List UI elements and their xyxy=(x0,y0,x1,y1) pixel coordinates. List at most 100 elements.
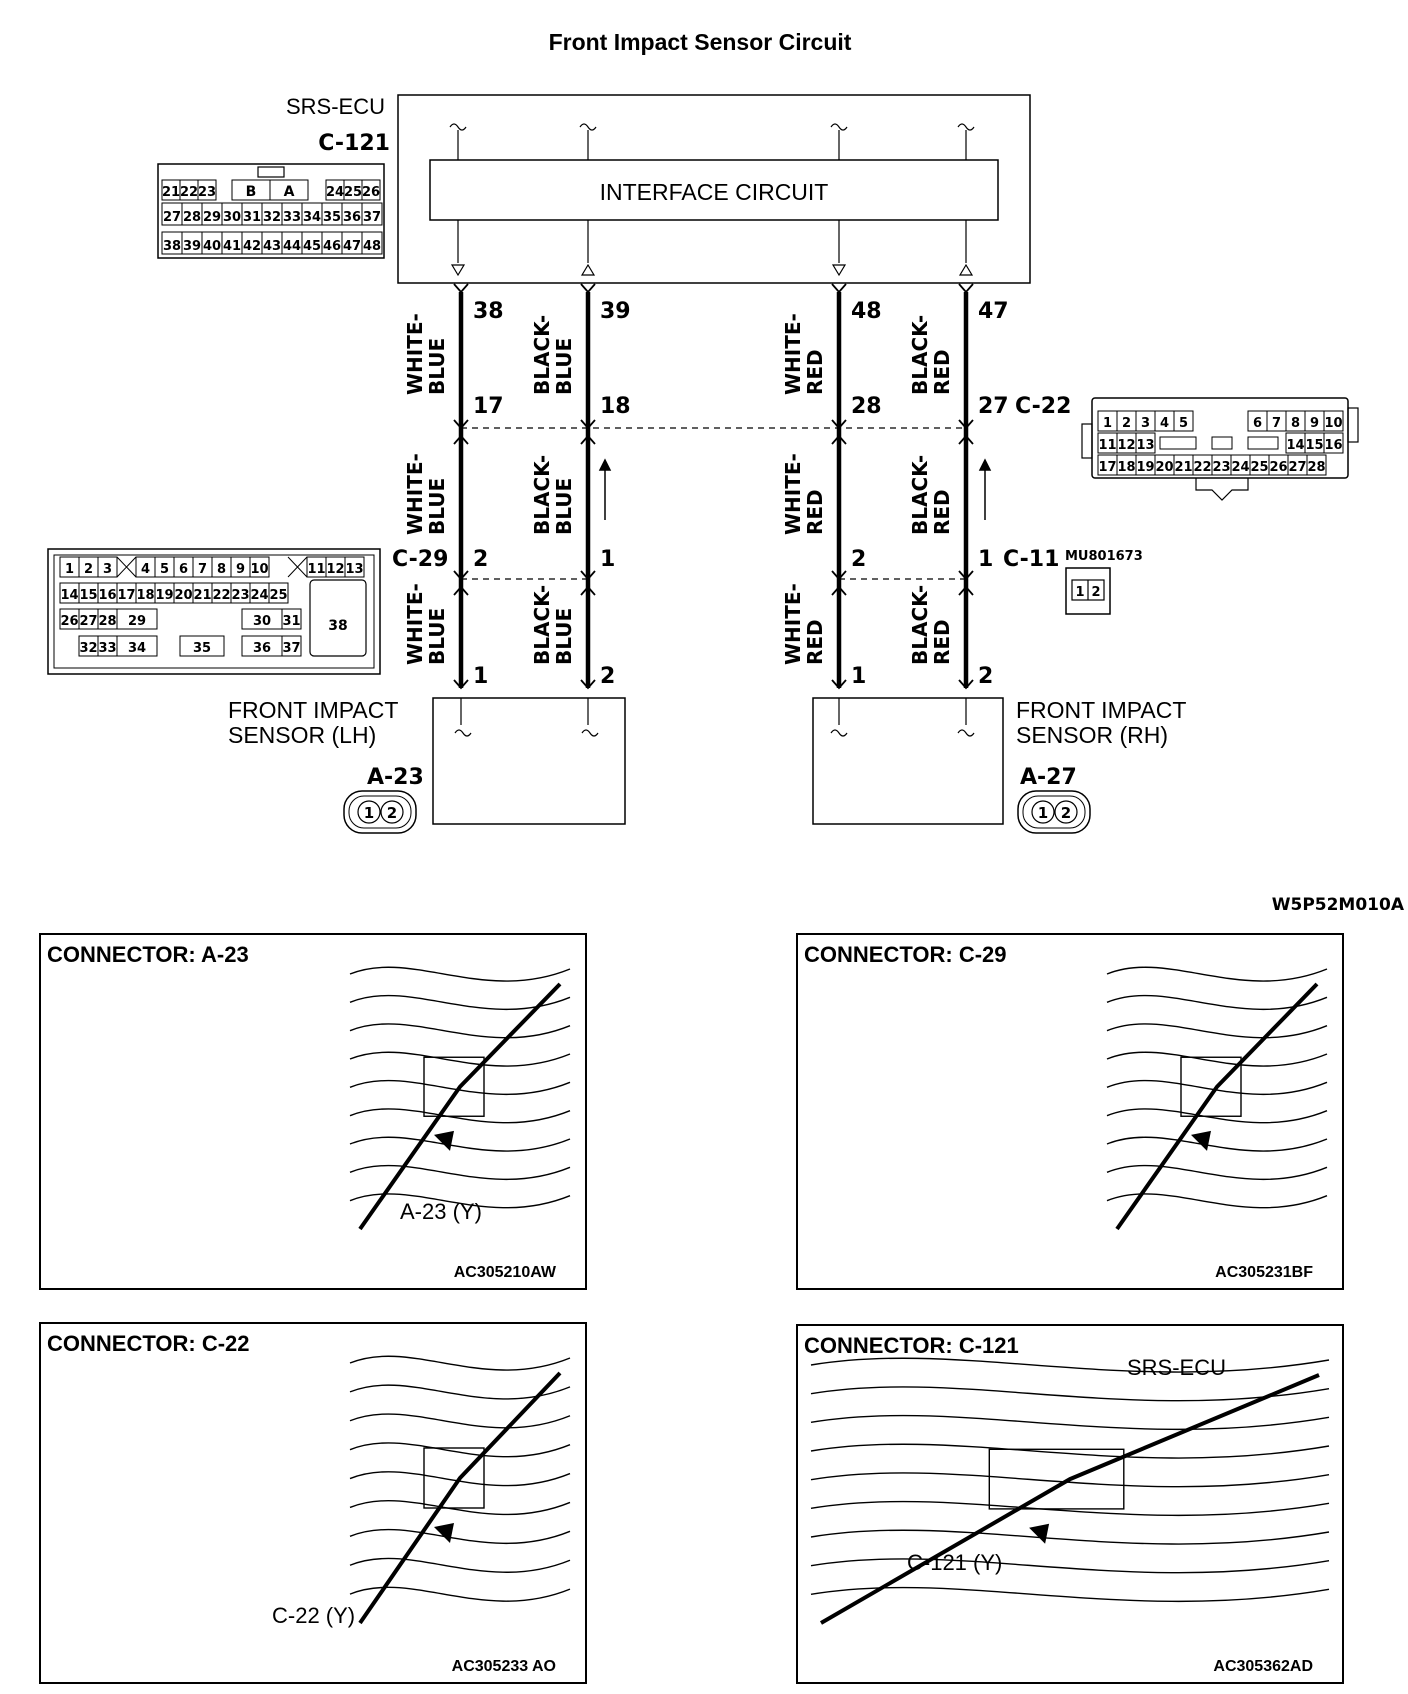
c29-pin-label: 23 xyxy=(231,588,249,603)
c29-pin-label: 16 xyxy=(98,588,116,603)
c29-pin-label: 32 xyxy=(79,641,97,656)
c121-cell xyxy=(197,179,217,201)
rh-sensor-grid-1: 1 xyxy=(1038,804,1048,822)
c11-pin-1: 1 xyxy=(978,547,993,572)
location-arrow xyxy=(1013,1523,1050,1560)
wire-color-label: WHITE- xyxy=(781,313,805,395)
c29-pin-label: 14 xyxy=(60,588,78,603)
c121-pin-label: 21 xyxy=(162,185,180,200)
c29-pin-label: 15 xyxy=(79,588,97,603)
c29-pin-label: 28 xyxy=(98,614,116,629)
c22-pin-18: 18 xyxy=(600,394,631,419)
wire-color-label: BLACK- xyxy=(530,315,554,395)
c121-cell xyxy=(361,179,381,201)
c29-pin-label: 6 xyxy=(179,562,188,577)
c29-cell xyxy=(116,635,158,657)
srs-ecu-callout: SRS-ECU xyxy=(1127,1355,1226,1380)
panel-image-code: AC305233 AO xyxy=(452,1658,556,1675)
connector-chevron xyxy=(453,434,469,445)
c22-label: C-22 xyxy=(1015,394,1071,419)
lh-sensor-connector: A-23 xyxy=(367,765,424,790)
c22-pin-label: 20 xyxy=(1155,460,1173,475)
c22-pin-label: 26 xyxy=(1269,460,1287,475)
connector-chevron xyxy=(831,585,847,596)
connector-callout: C-22 (Y) xyxy=(272,1603,355,1628)
c121-cell xyxy=(361,202,383,226)
c29-pin-label: 9 xyxy=(236,562,245,577)
c29-pin-label: 30 xyxy=(253,614,271,629)
c29-cell xyxy=(281,608,302,630)
c29-pin-label: 2 xyxy=(84,562,93,577)
srs-ecu-block: SRS-ECU C-121 INTERFACE CIRCUIT xyxy=(286,94,1031,284)
harness-wires xyxy=(458,292,969,688)
c121-pin-label: 40 xyxy=(203,239,221,254)
c121-pin-label: 41 xyxy=(223,239,241,254)
c29-pin-label: 19 xyxy=(155,588,173,603)
c22-pin-label: 24 xyxy=(1231,460,1249,475)
location-arrow xyxy=(418,1130,454,1167)
connector-chevron xyxy=(580,585,596,596)
c11-part-number: MU801673 xyxy=(1065,549,1143,564)
wire-color-label: BLACK- xyxy=(908,585,932,665)
c22-cell xyxy=(1323,410,1344,432)
lh-sensor-name-line2: SENSOR (LH) xyxy=(228,722,376,748)
c11-grid-2: 2 xyxy=(1091,585,1100,600)
c29-pin-label: 3 xyxy=(103,562,112,577)
c121-pin-label: 22 xyxy=(180,185,198,200)
panel-image-code: AC305210AW xyxy=(454,1264,557,1281)
wire-color-label: WHITE- xyxy=(403,583,427,665)
c29-cell xyxy=(179,635,225,657)
lh-sensor-grid-2: 2 xyxy=(387,804,397,822)
c29-cell xyxy=(344,556,365,578)
c121-cell xyxy=(361,231,383,255)
wire-color-label: WHITE- xyxy=(403,453,427,535)
ecu-name: SRS-ECU xyxy=(286,94,385,119)
c121-pin-label: 26 xyxy=(362,185,380,200)
c22-cell xyxy=(1173,410,1194,432)
wire-color-label: BLUE xyxy=(552,608,576,665)
lh-sensor-name-line1: FRONT IMPACT xyxy=(228,697,398,723)
c29-pin-label: 34 xyxy=(128,641,146,656)
c29-pin-label: 24 xyxy=(250,588,268,603)
location-arrow xyxy=(1175,1130,1211,1167)
connector-chevron xyxy=(453,679,469,690)
c29-pin-label: 8 xyxy=(217,562,226,577)
ecu-pin-48: 48 xyxy=(851,299,882,324)
connector-chevron xyxy=(580,283,596,294)
c121-pin-label: 35 xyxy=(323,210,341,225)
c22-pin-label: 22 xyxy=(1193,460,1211,475)
c29-pin-label: 27 xyxy=(79,614,97,629)
c121-pin-label: 36 xyxy=(343,210,361,225)
panel-title: CONNECTOR: A-23 xyxy=(47,942,249,967)
c22-cell xyxy=(1135,432,1156,454)
c29-pin-label: 35 xyxy=(193,641,211,656)
wire-color-label: BLUE xyxy=(425,608,449,665)
rh-sensor-connector: A-27 xyxy=(1020,765,1077,790)
lh-sensor-grid-1: 1 xyxy=(364,804,374,822)
location-sketch xyxy=(349,1355,571,1625)
c29-pin-label: 38 xyxy=(328,618,347,634)
connector-chevron xyxy=(958,679,974,690)
wire-color-label: RED xyxy=(930,489,954,535)
connector-chevron xyxy=(958,434,974,445)
wire-color-label: RED xyxy=(803,349,827,395)
c29-pin-label: 36 xyxy=(253,641,271,656)
c29-pin-label: 5 xyxy=(160,562,169,577)
wire-color-label: BLUE xyxy=(425,338,449,395)
front-impact-sensor-rh: FRONT IMPACT SENSOR (RH) A-27 1 2 xyxy=(812,697,1186,834)
c29-pin-label: 12 xyxy=(326,562,344,577)
c29-pin-label: 29 xyxy=(128,614,146,629)
ecu-pin-39: 39 xyxy=(600,299,631,324)
interface-circuit-label: INTERFACE CIRCUIT xyxy=(600,179,829,205)
c22-pin-label: 13 xyxy=(1136,438,1154,453)
connector-dashed-lines xyxy=(461,427,966,580)
c11-connector-face: MU801673 1 2 xyxy=(1065,549,1143,615)
c121-pin-label: 25 xyxy=(344,185,362,200)
connector-chevron xyxy=(958,419,974,430)
c121-pin-label: 31 xyxy=(243,210,261,225)
connector-chevron xyxy=(453,283,469,294)
